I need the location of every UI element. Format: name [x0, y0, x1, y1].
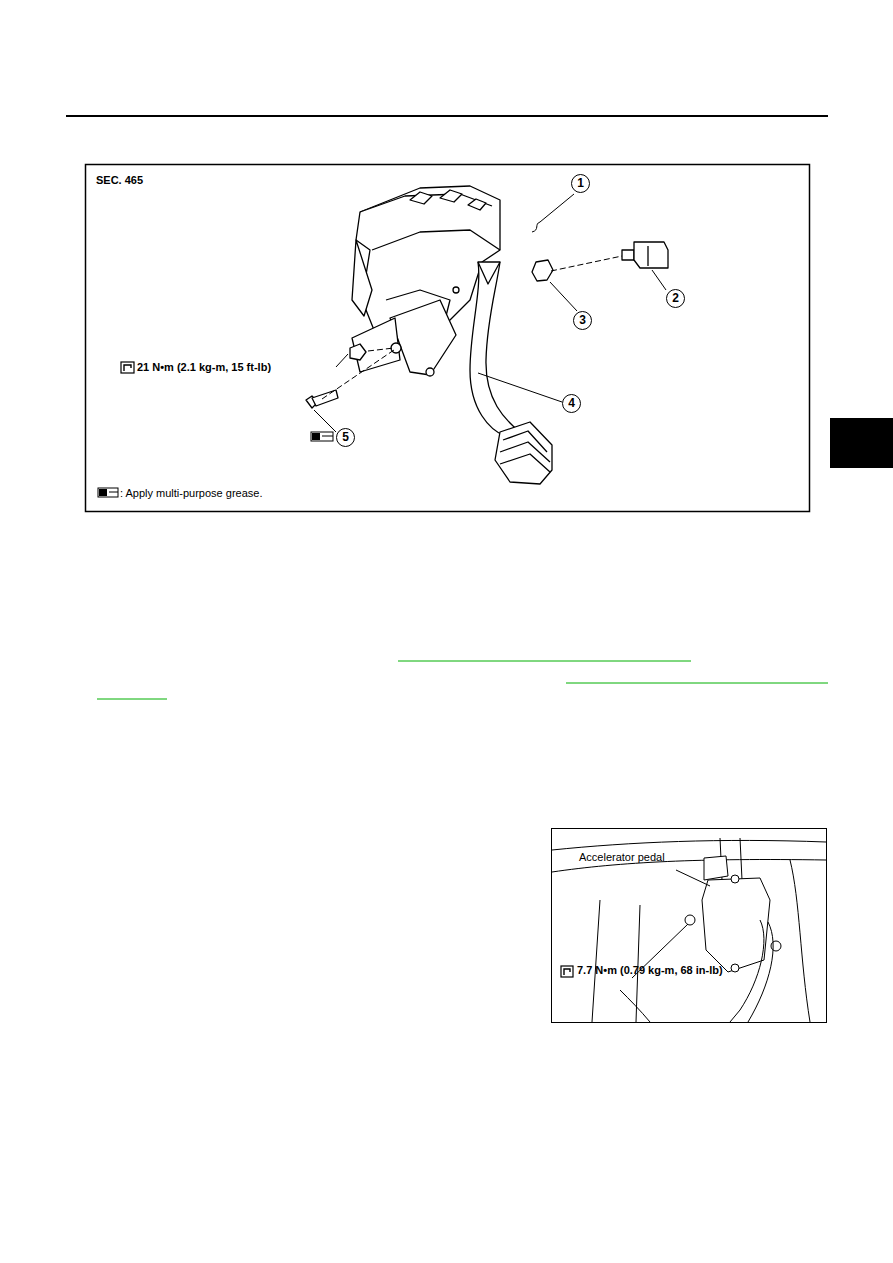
part-name: Accelerator pedal — [579, 851, 665, 864]
callout-number: 1 — [571, 174, 590, 193]
legend-note: : Apply multi-purpose grease. — [120, 487, 262, 500]
callout-number: 3 — [573, 311, 592, 330]
callout-number: 2 — [666, 289, 685, 308]
callout-number: 5 — [336, 428, 355, 447]
figure-frame — [552, 829, 827, 1023]
clutch-pedal-illustration — [306, 186, 668, 484]
torque-value: 21 N•m (2.1 kg-m, 15 ft-lb) — [137, 361, 271, 374]
figure-frame — [86, 165, 810, 512]
torque-wrench-icon — [561, 966, 573, 977]
grease-icon — [311, 432, 333, 441]
callout-number: 4 — [562, 394, 581, 413]
torque-value: 7.7 N•m (0.79 kg-m, 68 in-lb) — [577, 964, 727, 977]
section-number: SEC. 465 — [96, 174, 143, 187]
header-rule — [66, 115, 828, 117]
grease-icon — [98, 488, 118, 497]
link-underlines — [97, 661, 828, 699]
accelerator-pedal-illustration — [552, 838, 826, 1022]
leader-lines — [314, 194, 666, 432]
section-tab — [830, 418, 893, 468]
torque-wrench-icon — [121, 362, 134, 373]
